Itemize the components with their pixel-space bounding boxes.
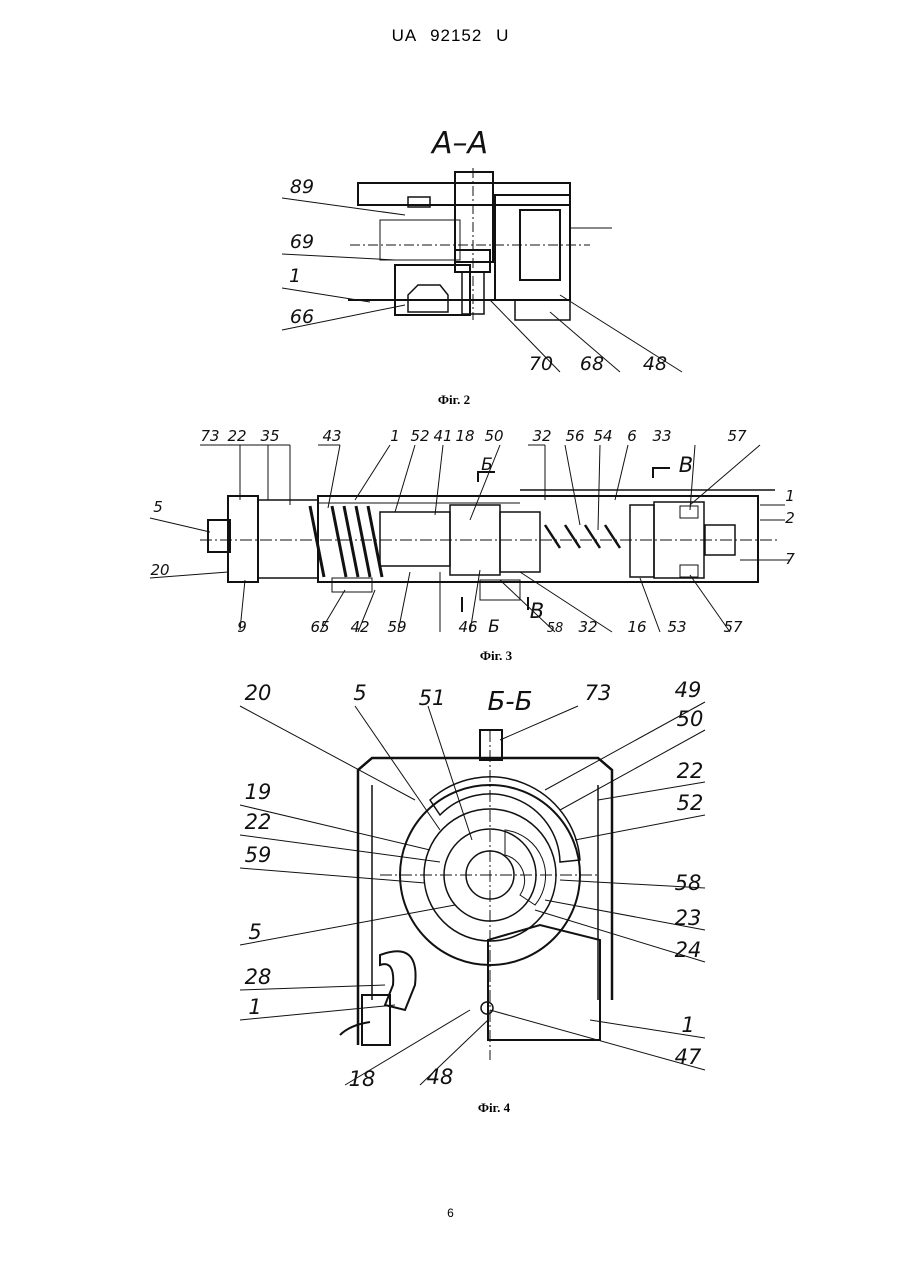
fig4-label-1-left: 1 <box>248 995 261 1019</box>
fig4-label-19: 19 <box>245 780 272 804</box>
fig4-label-47: 47 <box>675 1045 702 1069</box>
fig3-section-mark-v-bottom: В <box>530 599 544 623</box>
fig3-label-50: 50 <box>484 427 503 445</box>
fig3-label-57-bottom: 57 <box>723 618 743 636</box>
fig4-label-22-left: 22 <box>245 810 272 834</box>
fig3-label-57: 57 <box>727 427 747 445</box>
fig3-section-mark-b-top: Б <box>481 455 493 475</box>
fig4-label-22-right: 22 <box>677 759 704 783</box>
fig3-label-18: 18 <box>455 427 474 445</box>
fig2-label-69: 69 <box>290 231 314 253</box>
fig2-caption: Фіг. 2 <box>354 392 554 408</box>
fig3-label-35: 35 <box>260 427 279 445</box>
fig3-label-58: 58 <box>547 621 564 636</box>
fig2-section-title: A–A <box>430 126 488 161</box>
fig3-label-22: 22 <box>227 427 246 445</box>
fig3-caption: Фіг. 3 <box>396 648 596 664</box>
fig3-label-33: 33 <box>652 427 671 445</box>
fig3-label-52: 52 <box>410 427 429 445</box>
fig3-label-42: 42 <box>350 618 369 636</box>
fig4-label-1-right: 1 <box>681 1013 694 1037</box>
fig3-label-32-bottom: 32 <box>578 618 597 636</box>
fig3-label-43: 43 <box>322 427 341 445</box>
fig4-label-28: 28 <box>245 965 272 989</box>
fig2-label-89: 89 <box>290 176 314 198</box>
fig2-drawing <box>348 168 590 320</box>
fig3-section-mark-v-top: В <box>679 453 693 477</box>
fig4-label-20: 20 <box>245 681 272 705</box>
fig4-label-24: 24 <box>675 938 702 962</box>
fig2-label-48: 48 <box>643 353 667 375</box>
fig4-label-48: 48 <box>427 1065 454 1089</box>
figure-2: A–A 89 69 1 <box>282 126 682 375</box>
fig3-label-59: 59 <box>387 618 406 636</box>
fig3-label-56: 56 <box>565 427 584 445</box>
fig4-drawing <box>340 730 612 1060</box>
fig4-label-5-left: 5 <box>248 920 261 944</box>
fig3-label-54: 54 <box>593 427 612 445</box>
fig3-label-9: 9 <box>237 618 247 636</box>
fig2-label-68: 68 <box>580 353 604 375</box>
fig4-label-51: 51 <box>419 686 446 710</box>
fig2-label-70: 70 <box>529 353 553 375</box>
fig3-label-7: 7 <box>785 550 795 568</box>
fig2-label-1: 1 <box>289 265 301 287</box>
fig2-label-66: 66 <box>290 306 314 328</box>
fig3-leaders <box>150 445 790 632</box>
fig3-label-16: 16 <box>627 618 646 636</box>
fig3-section-mark-b-bottom: Б <box>488 617 500 637</box>
figure-3: 73 22 35 43 1 52 41 18 50 32 56 54 6 33 … <box>150 427 795 637</box>
fig3-label-1: 1 <box>390 427 400 445</box>
fig4-label-18: 18 <box>349 1067 376 1091</box>
fig3-label-53: 53 <box>667 618 686 636</box>
fig4-leaders <box>240 702 705 1085</box>
fig3-label-20: 20 <box>150 561 169 579</box>
fig4-label-49: 49 <box>675 678 702 702</box>
fig3-label-6: 6 <box>627 427 637 445</box>
fig4-caption: Фіг. 4 <box>394 1100 594 1116</box>
fig4-label-73: 73 <box>585 681 612 705</box>
fig2-leaders <box>282 198 682 372</box>
fig3-label-41: 41 <box>433 427 452 445</box>
fig4-label-50: 50 <box>677 707 704 731</box>
fig3-drawing <box>200 468 780 612</box>
figure-4: Б-Б <box>240 678 705 1091</box>
fig4-label-23: 23 <box>675 906 702 930</box>
fig4-label-58: 58 <box>675 871 702 895</box>
fig3-label-1-right: 1 <box>785 487 795 505</box>
fig4-label-59: 59 <box>245 843 272 867</box>
fig3-label-2: 2 <box>785 509 795 527</box>
fig3-label-46: 46 <box>458 618 477 636</box>
fig4-section-title: Б-Б <box>487 687 532 717</box>
fig3-label-73: 73 <box>200 427 219 445</box>
fig4-label-5-top: 5 <box>353 681 366 705</box>
fig3-label-32: 32 <box>532 427 551 445</box>
fig3-label-5: 5 <box>153 498 163 516</box>
fig4-label-52: 52 <box>677 791 704 815</box>
fig3-label-65: 65 <box>310 618 329 636</box>
page-number: 6 <box>0 1206 901 1220</box>
